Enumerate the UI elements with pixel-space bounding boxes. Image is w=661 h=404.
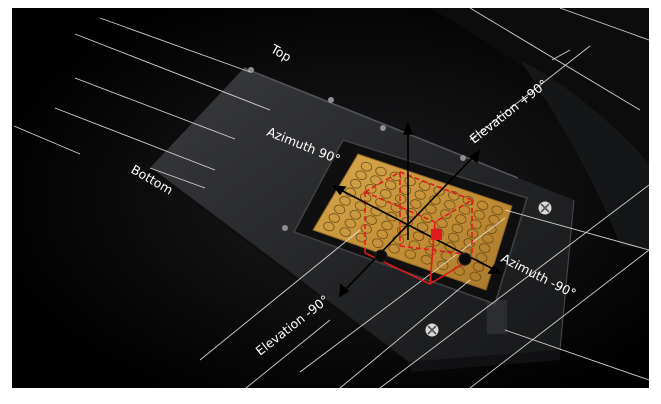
standoff xyxy=(487,300,507,334)
antenna-element xyxy=(466,228,479,239)
black-dot-marker xyxy=(374,249,388,263)
antenna-element xyxy=(440,209,452,219)
plate-edge-bottom xyxy=(149,167,409,363)
screw-icon xyxy=(425,323,439,337)
antenna-element xyxy=(354,201,367,211)
antenna-element xyxy=(476,200,489,211)
elevation-neg-arrow-icon xyxy=(339,283,350,298)
antenna-element xyxy=(470,219,482,230)
antenna-element xyxy=(384,180,397,190)
antenna-element xyxy=(451,223,464,234)
antenna-element xyxy=(328,213,341,223)
antenna-element xyxy=(436,218,448,229)
antenna-element xyxy=(355,170,367,181)
plate-edge-right xyxy=(559,199,575,351)
antenna-element xyxy=(478,243,491,253)
azimuth-neg-arrow-icon xyxy=(487,264,502,274)
antenna-element xyxy=(447,232,460,243)
antenna-element xyxy=(392,234,405,245)
antenna-element xyxy=(333,204,346,215)
azimuth-pos-arrow-icon xyxy=(332,185,347,196)
elevation-pos-arrow-icon xyxy=(468,149,481,164)
guide-lines xyxy=(13,7,650,389)
antenna-element xyxy=(376,229,389,240)
antenna-element xyxy=(365,183,377,194)
antenna-element xyxy=(488,214,500,225)
antenna-element xyxy=(412,231,425,242)
antenna-element xyxy=(344,187,357,198)
screw-icon xyxy=(248,67,466,231)
antenna-element xyxy=(380,189,392,199)
antenna-element xyxy=(473,209,486,220)
antenna-element xyxy=(463,238,475,248)
antenna-element xyxy=(390,202,402,213)
antenna-element xyxy=(323,221,335,232)
antenna-element xyxy=(371,238,384,249)
antenna-element xyxy=(389,171,402,182)
antenna-element xyxy=(447,190,460,201)
red-square-marker xyxy=(431,229,442,240)
black-dot-marker xyxy=(458,252,472,266)
plate-edge-top xyxy=(243,67,519,179)
antenna-element xyxy=(482,233,494,244)
antenna-element xyxy=(485,224,497,235)
antenna-element xyxy=(410,199,422,209)
vertical-arrow-icon xyxy=(402,121,414,135)
antenna-element xyxy=(388,243,400,254)
antenna-element xyxy=(365,215,377,225)
antenna-element xyxy=(462,195,474,206)
antenna-element xyxy=(469,271,482,282)
antenna-element xyxy=(360,161,373,172)
antenna-element xyxy=(375,166,387,177)
antenna-element xyxy=(370,206,382,217)
antenna-element xyxy=(444,200,456,210)
antenna-element xyxy=(344,218,357,229)
antenna-element xyxy=(472,262,485,272)
antenna-element xyxy=(350,178,362,189)
antenna-element xyxy=(414,190,426,200)
antenna-element xyxy=(395,194,407,204)
antenna-element xyxy=(339,196,351,206)
antenna-element xyxy=(437,260,449,271)
right-shade xyxy=(520,60,649,250)
top-bar-shadow xyxy=(430,8,649,175)
antenna-element xyxy=(404,249,417,260)
antenna-element xyxy=(355,232,368,243)
screw-icon xyxy=(538,201,552,215)
antenna-element xyxy=(381,220,393,231)
axes xyxy=(332,121,502,298)
antenna-element xyxy=(408,240,421,251)
antenna-element xyxy=(491,205,503,216)
antenna-element xyxy=(349,209,362,220)
plate-front-face xyxy=(408,350,560,372)
antenna-element xyxy=(455,214,467,224)
antenna-element xyxy=(339,227,351,237)
